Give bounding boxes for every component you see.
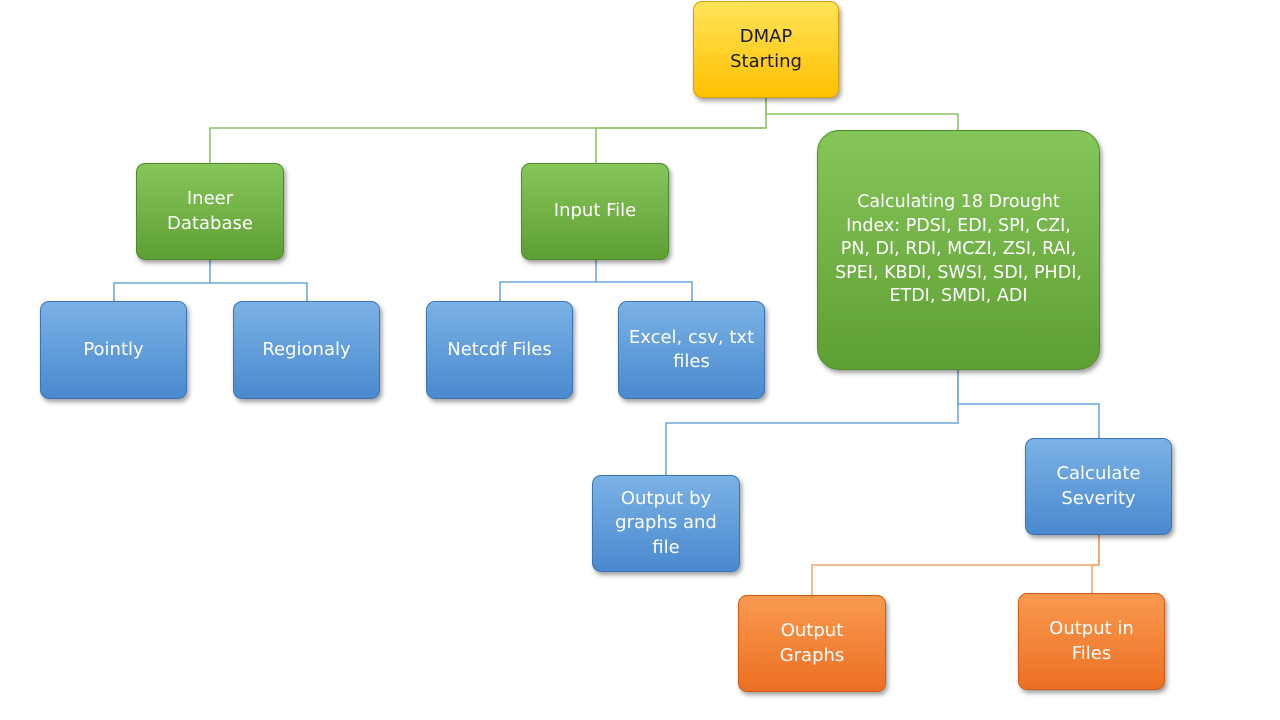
node-output-graphs: Output Graphs bbox=[738, 595, 886, 692]
node-output-by-graphs-and-file: Output by graphs and file bbox=[592, 475, 740, 572]
node-output-graphs-label: Output Graphs bbox=[779, 620, 845, 666]
node-output-in-files-label: Output in Files bbox=[1049, 618, 1134, 664]
node-calculating-drought-index: Calculating 18 Drought Index: PDSI, EDI,… bbox=[817, 130, 1100, 370]
node-output-by-graphs-and-file-label: Output by graphs and file bbox=[615, 488, 717, 558]
node-pointly-label: Pointly bbox=[83, 338, 144, 360]
node-calculate-severity: Calculate Severity bbox=[1025, 438, 1172, 535]
node-netcdf-files-label: Netcdf Files bbox=[447, 338, 552, 360]
connector-calculating-to-calculate-severity bbox=[957, 370, 1100, 438]
connector-input-file-to-excel-files bbox=[596, 281, 693, 301]
connector-severity-to-output-graphs bbox=[811, 535, 1100, 595]
node-excel-csv-txt-files: Excel, csv, txt files bbox=[618, 301, 765, 399]
connector-dmap-to-calculating bbox=[765, 98, 959, 130]
node-input-file-label: Input File bbox=[553, 200, 637, 222]
node-dmap-starting: DMAP Starting bbox=[693, 1, 839, 98]
node-netcdf-files: Netcdf Files bbox=[426, 301, 573, 399]
node-dmap-starting-label: DMAP Starting bbox=[730, 26, 802, 72]
connector-input-file-to-netcdf-files bbox=[499, 260, 597, 301]
node-regionaly: Regionaly bbox=[233, 301, 380, 399]
connector-dmap-to-input-file bbox=[595, 127, 766, 163]
node-inner-database-label: Ineer Database bbox=[167, 188, 253, 234]
node-calculating-drought-index-label: Calculating 18 Drought Index: PDSI, EDI,… bbox=[835, 192, 1082, 307]
node-regionaly-label: Regionaly bbox=[262, 338, 351, 360]
connector-dmap-to-inner-database bbox=[209, 98, 767, 163]
node-calculate-severity-label: Calculate Severity bbox=[1056, 463, 1141, 509]
node-excel-csv-txt-files-label: Excel, csv, txt files bbox=[628, 326, 755, 372]
connector-inner-database-to-pointly bbox=[113, 260, 211, 301]
node-pointly: Pointly bbox=[40, 301, 187, 399]
node-input-file: Input File bbox=[521, 163, 669, 260]
connector-severity-to-output-files bbox=[1091, 535, 1100, 593]
node-output-in-files: Output in Files bbox=[1018, 593, 1165, 690]
connector-inner-database-to-regionaly bbox=[210, 282, 308, 301]
node-inner-database: Ineer Database bbox=[136, 163, 284, 260]
